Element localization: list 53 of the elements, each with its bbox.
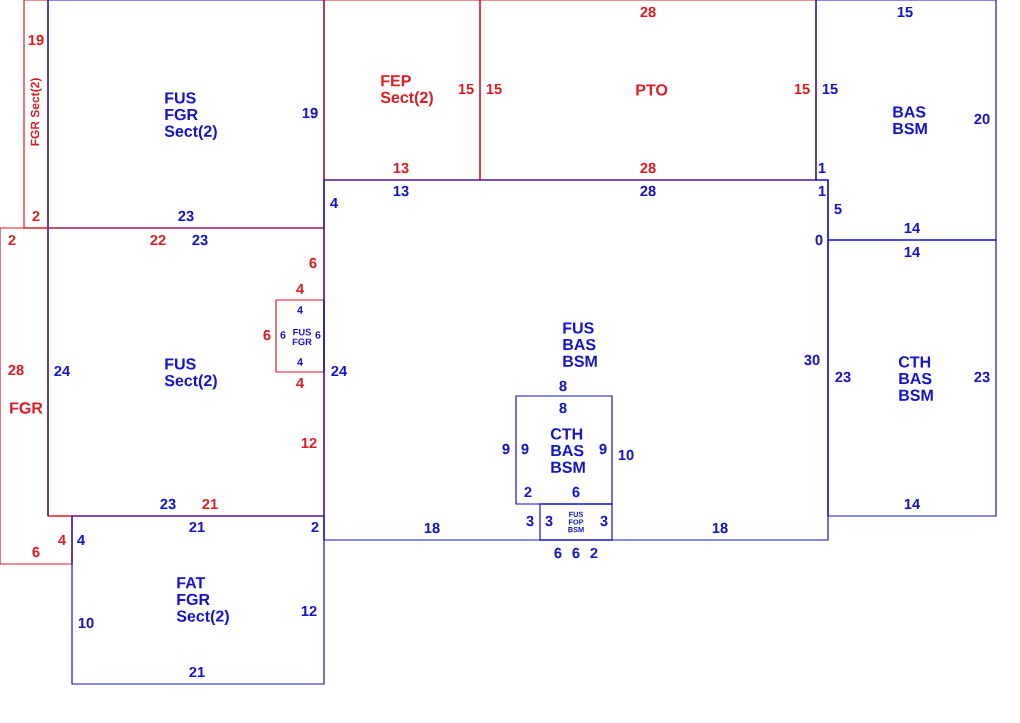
dimension-label: 18 xyxy=(424,522,440,534)
dimension-label: 2 xyxy=(311,521,319,533)
dimension-label: 19 xyxy=(28,34,44,46)
dimension-label: 15 xyxy=(822,83,838,95)
dimension-label: 13 xyxy=(393,162,409,174)
dimension-label: 4 xyxy=(330,197,338,209)
dimension-label: 23 xyxy=(974,371,990,383)
dimension-label: 15 xyxy=(794,83,810,95)
dimension-label: 2 xyxy=(590,547,598,559)
dimension-label: 3 xyxy=(545,515,553,527)
dimension-label: 6 xyxy=(572,547,580,559)
dimension-label: 6 xyxy=(280,331,286,339)
dimension-label: 1 xyxy=(818,185,826,197)
dimension-label: 28 xyxy=(8,364,24,376)
dimension-label: 4 xyxy=(77,534,85,546)
dimension-label: 28 xyxy=(640,6,656,18)
dimension-label: 5 xyxy=(834,203,842,215)
dimension-label: 9 xyxy=(521,443,529,455)
dimension-label: 12 xyxy=(301,437,317,449)
dimension-label: 6 xyxy=(572,486,580,498)
dimension-label: 14 xyxy=(904,246,921,258)
dimension-label: 6 xyxy=(32,546,40,558)
dimension-label: 9 xyxy=(599,443,607,455)
dimension-label: 1 xyxy=(818,162,826,174)
dimension-label: 28 xyxy=(640,162,656,174)
dimension-label: 23 xyxy=(178,210,194,222)
dimension-label: 2 xyxy=(32,210,40,222)
dimension-label: 24 xyxy=(331,365,348,377)
dimension-label: 21 xyxy=(189,521,205,533)
dimension-label: 20 xyxy=(974,113,990,125)
dimension-label: 6 xyxy=(309,257,317,269)
dimension-label: 10 xyxy=(78,617,94,629)
dimension-label: 8 xyxy=(559,402,567,414)
dimension-label: 24 xyxy=(54,365,71,377)
dimension-label: 14 xyxy=(904,498,921,510)
dimension-label: 2 xyxy=(524,486,532,498)
dimension-label: 18 xyxy=(712,522,728,534)
dimension-label: 15 xyxy=(897,6,913,18)
dimension-label: 4 xyxy=(297,306,303,314)
dimension-label: 23 xyxy=(835,371,851,383)
dimension-label: 12 xyxy=(301,605,317,617)
dimension-label: 3 xyxy=(526,515,534,527)
dimension-label: 14 xyxy=(904,222,921,234)
dimension-label: 21 xyxy=(189,666,205,678)
dimension-label: 6 xyxy=(554,547,562,559)
dimension-label: 3 xyxy=(600,515,608,527)
dimension-label: 2 xyxy=(8,234,16,246)
dimension-label: 6 xyxy=(315,331,321,339)
dimension-label: 19 xyxy=(302,107,318,119)
dimension-label: 4 xyxy=(58,534,66,546)
dimension-label: 15 xyxy=(486,83,502,95)
dimension-label: 15 xyxy=(458,83,474,95)
dimension-label: 4 xyxy=(297,358,303,366)
